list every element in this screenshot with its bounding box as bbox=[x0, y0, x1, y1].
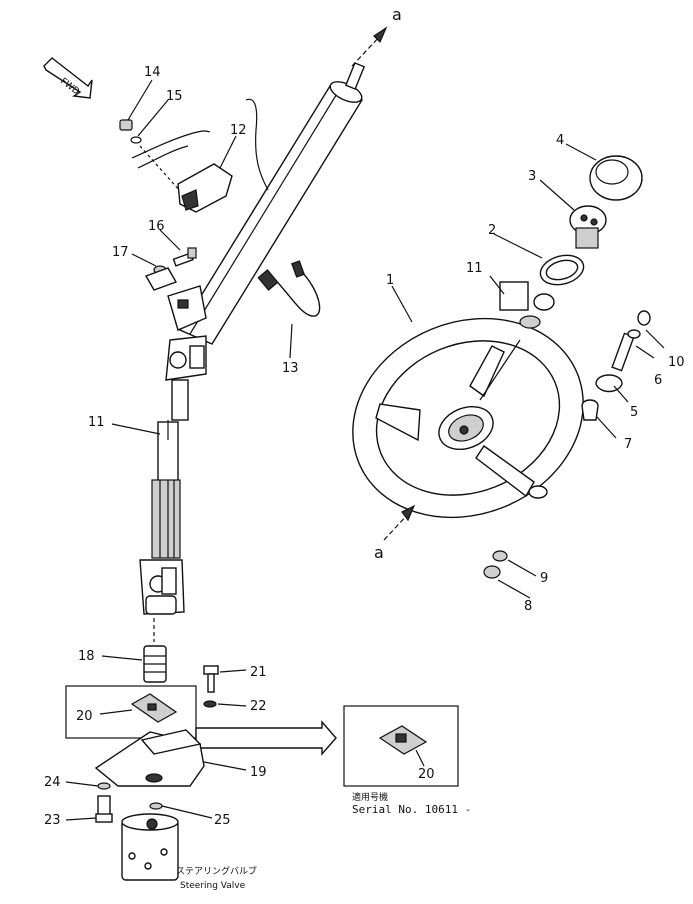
knob-bolt-6 bbox=[611, 329, 641, 372]
nut-8 bbox=[483, 565, 501, 579]
callout-16: 16 bbox=[148, 219, 165, 234]
callout-6: 6 bbox=[654, 373, 662, 388]
wire-harness bbox=[245, 98, 269, 191]
intermediate-shaft-11 bbox=[139, 335, 207, 615]
callout-7: 7 bbox=[624, 437, 632, 452]
callout-10: 10 bbox=[668, 355, 685, 370]
spacer-11 bbox=[499, 281, 529, 311]
cap-10 bbox=[637, 310, 651, 326]
callout-21: 21 bbox=[250, 665, 267, 680]
washer-24 bbox=[97, 782, 111, 790]
steering-wheel-1 bbox=[352, 317, 584, 519]
arrow-label-bottom: a bbox=[374, 543, 384, 562]
callout-2: 2 bbox=[488, 223, 496, 238]
cable-13 bbox=[257, 260, 321, 317]
arrow-label-top: a bbox=[392, 5, 402, 24]
switch-cover-12 bbox=[177, 163, 233, 213]
coupling-18 bbox=[143, 645, 167, 683]
washer-22 bbox=[203, 700, 217, 708]
callout-1: 1 bbox=[386, 273, 394, 288]
callout-11-wheel: 11 bbox=[466, 261, 483, 276]
callout-17: 17 bbox=[112, 245, 129, 260]
callout-3: 3 bbox=[528, 169, 536, 184]
callout-11-shaft: 11 bbox=[88, 415, 105, 430]
plate-detail-box bbox=[65, 685, 197, 739]
callout-19: 19 bbox=[250, 765, 267, 780]
steering-valve bbox=[121, 813, 179, 881]
callout-9: 9 bbox=[540, 571, 548, 586]
callout-12: 12 bbox=[230, 123, 247, 138]
wire-harness-left-2 bbox=[137, 145, 189, 169]
callout-22: 22 bbox=[250, 699, 267, 714]
callout-15: 15 bbox=[166, 89, 183, 104]
steering-column bbox=[167, 62, 366, 345]
callout-20: 20 bbox=[76, 709, 93, 724]
bracket-plate bbox=[144, 267, 178, 291]
washer-15 bbox=[130, 136, 142, 144]
callout-4: 4 bbox=[556, 133, 564, 148]
callout-8: 8 bbox=[524, 599, 532, 614]
callout-13: 13 bbox=[282, 361, 299, 376]
horn-cap-4 bbox=[589, 155, 643, 201]
direction-arrow-top: a bbox=[351, 5, 402, 67]
valve-label-en: Steering Valve bbox=[180, 881, 246, 891]
serial-box: 20 適用号機 Serial No. 10611 - bbox=[343, 705, 471, 816]
callout-14: 14 bbox=[144, 65, 161, 80]
callout-5: 5 bbox=[630, 405, 638, 420]
callout-23: 23 bbox=[44, 813, 61, 828]
bolt-23 bbox=[95, 795, 113, 823]
ring-2 bbox=[539, 254, 585, 286]
leader-lines bbox=[65, 79, 665, 821]
washer-9 bbox=[492, 550, 508, 562]
reference-arrow bbox=[195, 720, 337, 756]
horn-switch-3 bbox=[569, 205, 607, 249]
bolt-16 bbox=[172, 247, 197, 267]
washer-25 bbox=[149, 802, 163, 810]
direction-arrow-bottom: a bbox=[374, 504, 416, 562]
knob-5 bbox=[595, 374, 623, 393]
wire-harness-left bbox=[131, 130, 211, 159]
callout-25: 25 bbox=[214, 813, 231, 828]
knob-base-7 bbox=[581, 399, 599, 421]
callout-20b: 20 bbox=[418, 767, 435, 782]
nut-14 bbox=[119, 119, 133, 131]
serial-number: Serial No. 10611 - bbox=[352, 803, 471, 816]
serial-jp: 適用号機 bbox=[352, 791, 388, 803]
valve-label-jp: ステアリングバルブ bbox=[176, 865, 257, 877]
bracket-19 bbox=[94, 729, 205, 787]
bolt-21 bbox=[203, 665, 219, 693]
callout-24: 24 bbox=[44, 775, 61, 790]
callout-18: 18 bbox=[78, 649, 95, 664]
fwd-arrow-icon: FWD bbox=[43, 57, 93, 99]
